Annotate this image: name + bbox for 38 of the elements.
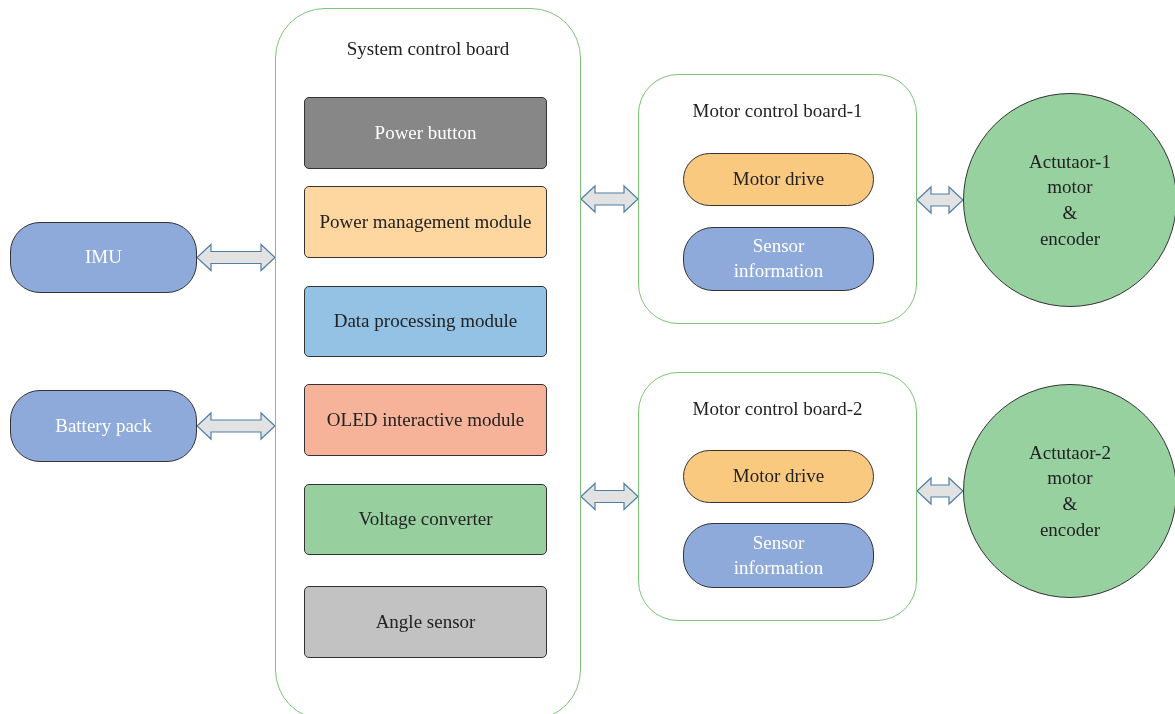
rounded-box <box>683 450 874 503</box>
node-label: Voltage converter <box>357 507 494 532</box>
module-box <box>304 286 547 357</box>
double-arrow <box>196 243 276 272</box>
module-box <box>304 586 547 658</box>
module-box <box>304 484 547 555</box>
node-label: Angle sensor <box>374 609 477 634</box>
node-label: Data processing module <box>332 309 519 334</box>
double-arrow <box>196 411 276 441</box>
module-box <box>304 97 547 169</box>
board-heading: Motor control board-1 <box>691 99 864 123</box>
board-panel <box>638 372 917 621</box>
node-label: Battery pack <box>54 413 153 438</box>
node-label: OLED interactive module <box>325 407 526 432</box>
node-label: Actutaor-2 motor & encoder <box>1028 440 1112 542</box>
node-label: Motor drive <box>731 167 826 192</box>
node-label: Power management module <box>318 209 533 234</box>
node-label: Sensor information <box>732 234 825 283</box>
double-arrow <box>580 482 639 511</box>
rounded-box <box>10 390 197 462</box>
node-label: Sensor information <box>732 530 825 580</box>
module-box <box>304 384 547 456</box>
double-arrow <box>580 184 639 214</box>
rounded-box <box>683 153 874 206</box>
node-label: Actutaor-1 motor & encoder <box>1028 149 1112 251</box>
double-arrow <box>916 185 964 215</box>
rounded-box <box>683 523 874 588</box>
node-label: Motor drive <box>731 464 826 489</box>
board-panel <box>275 8 581 714</box>
module-box <box>304 186 547 258</box>
board-heading: Motor control board-2 <box>691 397 864 421</box>
node-label: IMU <box>84 245 123 270</box>
double-arrow <box>916 476 964 506</box>
board-heading: System control board <box>345 37 511 61</box>
rounded-box <box>10 222 197 293</box>
rounded-box <box>683 227 874 291</box>
node-label: Power button <box>373 120 478 145</box>
board-panel <box>638 74 917 324</box>
